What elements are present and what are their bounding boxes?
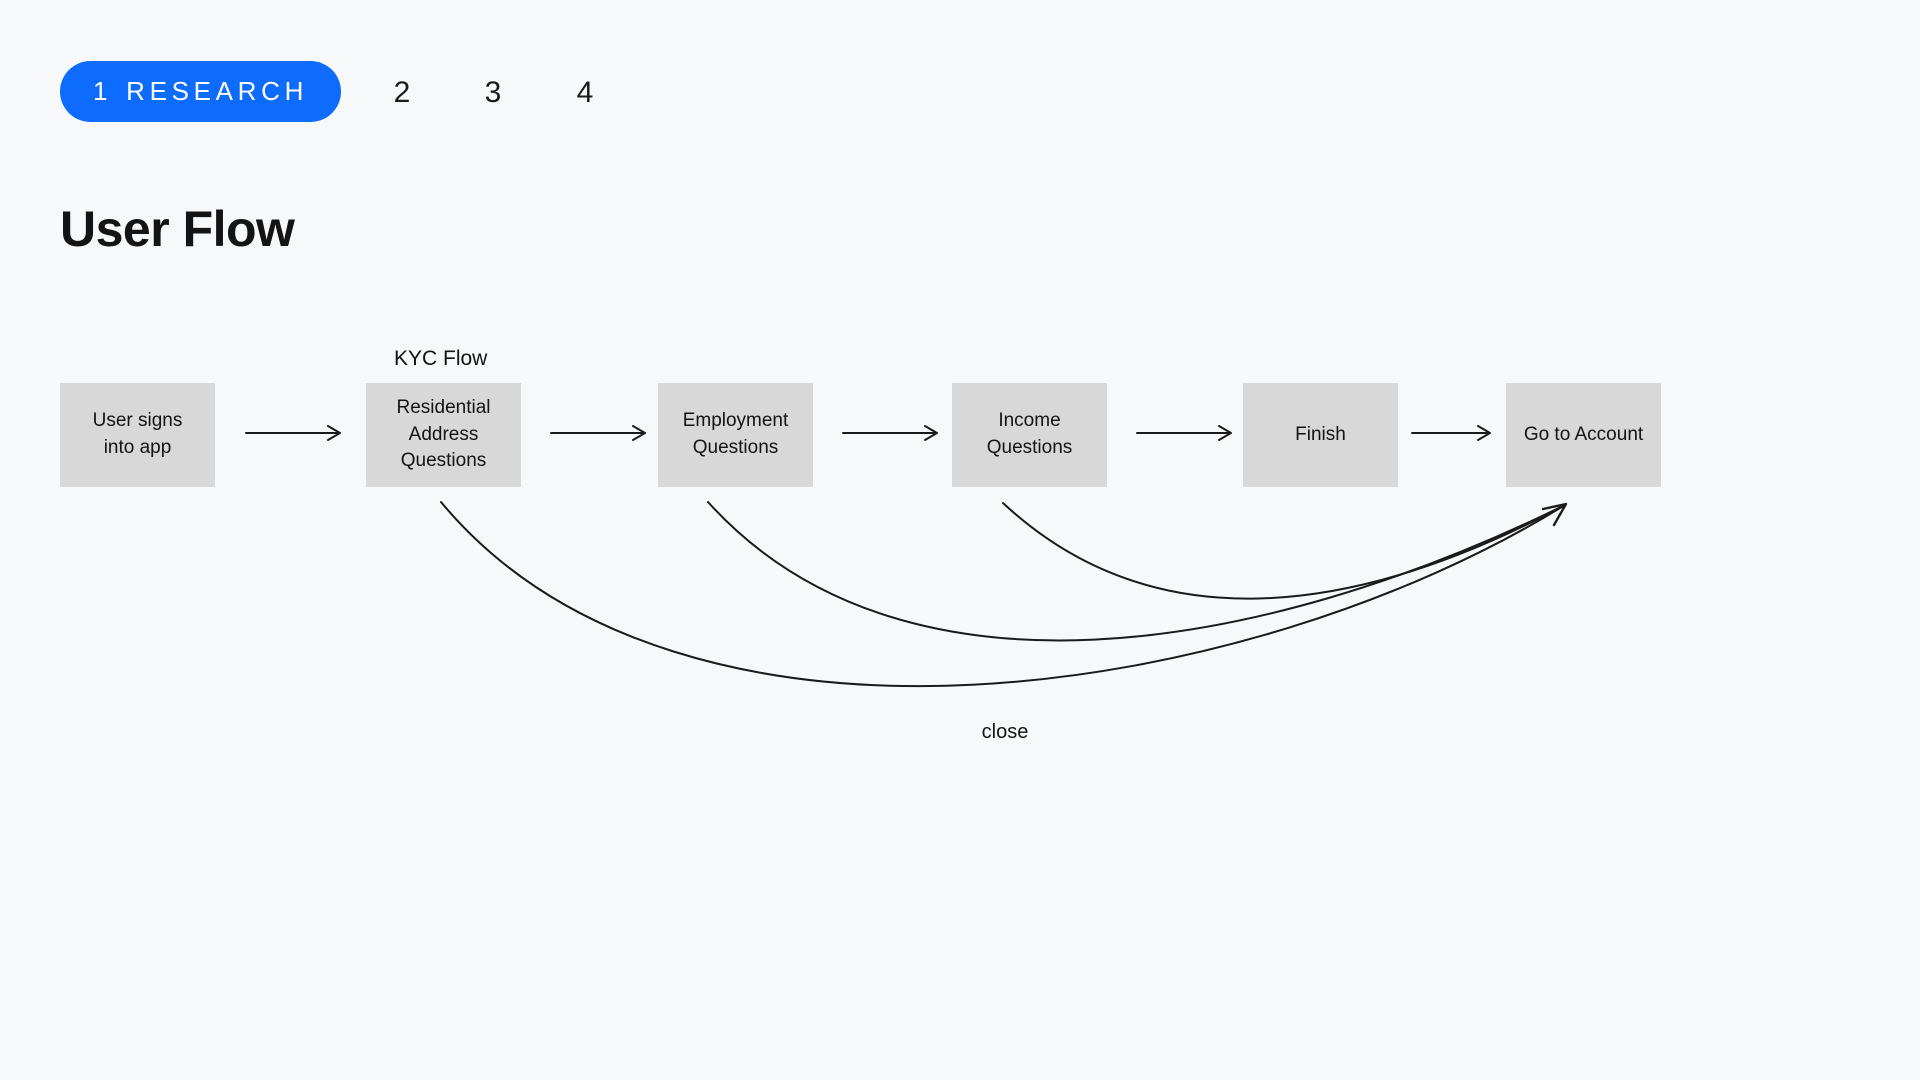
close-curve-from-employment — [707, 501, 1566, 642]
step-1-number: 1 — [92, 76, 113, 106]
node-residential-address-questions: Residential Address Questions — [366, 383, 521, 487]
step-1-research-button[interactable]: 1 RESEARCH — [60, 61, 341, 122]
step-3-button[interactable]: 3 — [476, 76, 510, 110]
arrow-finish-to-account — [1411, 425, 1491, 441]
step-2-button[interactable]: 2 — [385, 76, 419, 110]
node-label: Employment Questions — [682, 410, 789, 458]
close-curve-from-residential — [440, 501, 1566, 688]
kyc-flow-group-label: KYC Flow — [394, 347, 488, 370]
node-label: Go to Account — [1523, 423, 1644, 445]
close-curve-from-income — [1002, 502, 1566, 600]
node-label: Finish — [1295, 423, 1346, 445]
arrow-income-to-finish — [1136, 425, 1232, 441]
close-curves-arrowhead — [1541, 502, 1568, 527]
arrow-signin-to-residential — [245, 425, 341, 441]
node-user-signs-into-app: User signs into app — [60, 383, 215, 487]
node-go-to-account: Go to Account — [1506, 383, 1661, 487]
node-employment-questions: Employment Questions — [658, 383, 813, 487]
arrow-residential-to-employment — [550, 425, 646, 441]
step-4-button[interactable]: 4 — [568, 76, 602, 110]
node-label: Residential Address Questions — [396, 397, 491, 472]
node-label: Income Questions — [986, 410, 1073, 458]
node-label: User signs into app — [92, 410, 183, 458]
step-1-label: RESEARCH — [126, 76, 309, 106]
node-income-questions: Income Questions — [952, 383, 1107, 487]
page-title: User Flow — [60, 201, 295, 257]
close-edge-label: close — [981, 721, 1029, 743]
arrow-employment-to-income — [842, 425, 938, 441]
node-finish: Finish — [1243, 383, 1398, 487]
